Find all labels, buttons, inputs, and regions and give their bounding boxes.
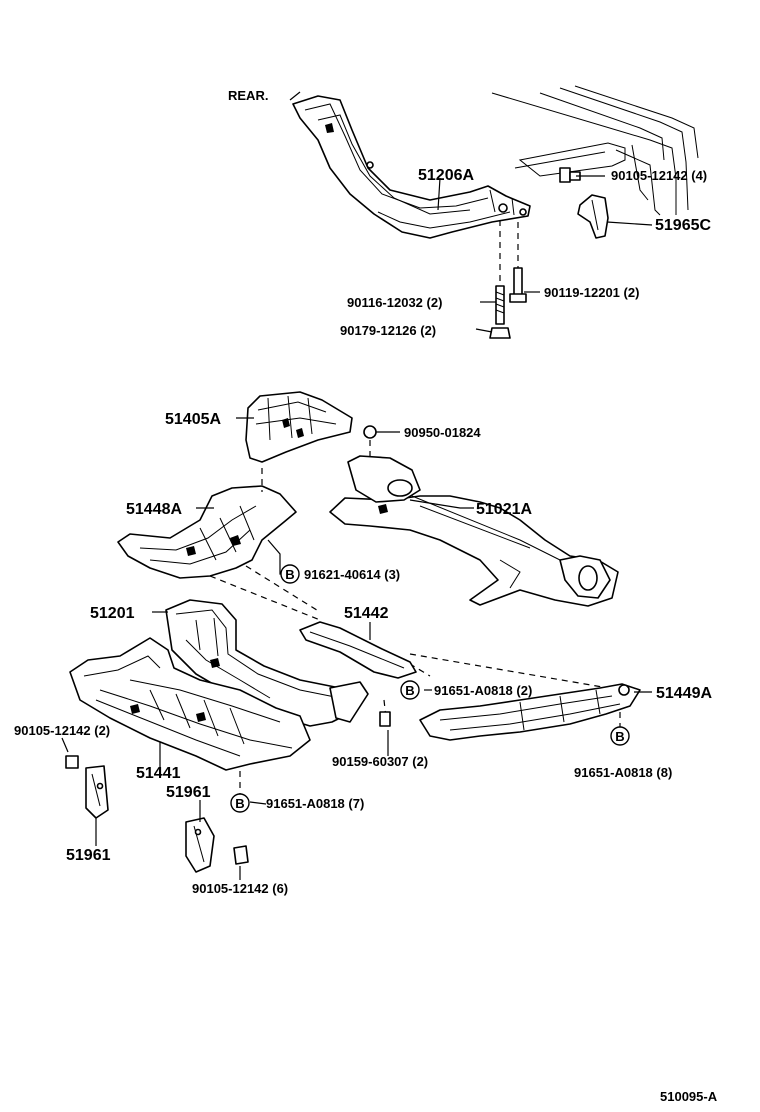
bracket-51965C (577, 194, 609, 239)
cover-51448A (117, 485, 297, 579)
marker-b-4-letter: B (235, 796, 244, 811)
label-51448A: 51448A (126, 501, 182, 518)
label-51021A: 51021A (476, 501, 532, 518)
label-91651-A0818-2: 91651-A0818 (2) (434, 683, 532, 698)
frame-rails (491, 85, 699, 216)
cover-51405A (245, 391, 353, 463)
marker-b-2-letter: B (405, 683, 414, 698)
label-91651-A0818-8: 91651-A0818 (8) (574, 765, 672, 780)
bracket-51961-right (185, 817, 249, 873)
bolt-90105-12142-top (559, 167, 581, 183)
label-51961-right: 51961 (166, 784, 211, 801)
under-cover-51201 (165, 599, 369, 727)
label-90105-12142-6: 90105-12142 (6) (192, 881, 288, 896)
label-51206A: 51206A (418, 167, 474, 184)
marker-b-2: B (400, 680, 420, 700)
label-51441: 51441 (136, 765, 181, 782)
label-51405A: 51405A (165, 411, 221, 428)
label-90179-12126-2: 90179-12126 (2) (340, 323, 436, 338)
brace-51442 (299, 621, 417, 727)
label-90159-60307-2: 90159-60307 (2) (332, 754, 428, 769)
clip-90950-01824 (363, 425, 377, 439)
marker-b-4: B (230, 793, 250, 813)
bolts-vertical (489, 220, 527, 339)
label-90105-12142-4: 90105-12142 (4) (611, 168, 707, 183)
rear-direction-label: REAR. (228, 88, 268, 103)
label-51965C: 51965C (655, 217, 711, 234)
marker-b-3: B (610, 726, 630, 746)
marker-b-1-letter: B (285, 567, 294, 582)
label-51201: 51201 (90, 605, 135, 622)
main-cover-51441 (69, 637, 311, 771)
diagram-code: 510095-A (660, 1089, 718, 1104)
bracket-51961-left (65, 755, 109, 819)
label-91621-40614-3: 91621-40614 (3) (304, 567, 400, 582)
label-91651-A0818-7: 91651-A0818 (7) (266, 796, 364, 811)
label-51442: 51442 (344, 605, 389, 622)
axle-beam-51021A (329, 455, 619, 607)
label-90105-12142-2: 90105-12142 (2) (14, 723, 110, 738)
marker-b-1: B (280, 564, 300, 584)
side-cover-51449A (419, 683, 641, 741)
crossmember-51206A (292, 95, 531, 239)
label-51449A: 51449A (656, 685, 712, 702)
label-90950-01824: 90950-01824 (404, 425, 481, 440)
marker-b-3-letter: B (615, 729, 624, 744)
label-90119-12201-2: 90119-12201 (2) (544, 285, 639, 300)
label-51961-left: 51961 (66, 847, 111, 864)
label-90116-12032-2: 90116-12032 (2) (347, 295, 442, 310)
